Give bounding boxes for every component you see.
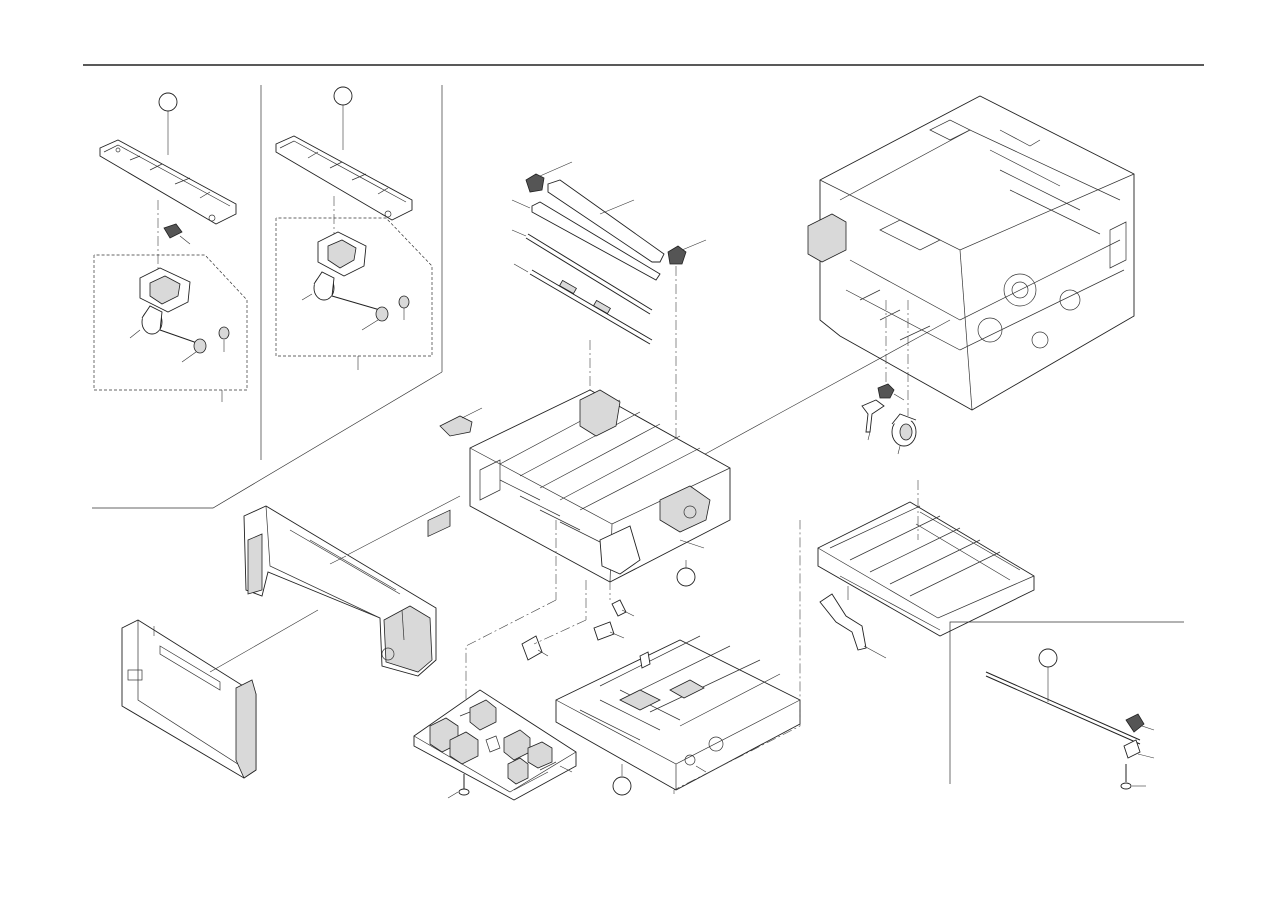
exit-tray-assembly <box>817 480 1035 659</box>
pickup-assembly-b <box>275 86 433 370</box>
side-cover <box>121 609 319 779</box>
callout-circle-2 <box>333 86 353 106</box>
panel-borders <box>92 85 443 509</box>
connector-lines <box>329 539 705 565</box>
callout-circle-5 <box>1038 648 1058 668</box>
pickup-assembly-a <box>93 92 248 402</box>
base-frame <box>555 520 801 796</box>
transfer-roller-set <box>511 161 707 470</box>
paper-guide-assembly <box>329 389 731 700</box>
callout-circle-3 <box>676 567 696 587</box>
control-board <box>413 509 577 801</box>
pickup-roller-unit <box>861 300 917 455</box>
front-cover <box>243 505 437 677</box>
main-frame <box>675 95 1135 471</box>
callout-circle-4 <box>612 776 632 796</box>
shaft-assembly <box>949 621 1184 790</box>
callout-circle-1 <box>158 92 178 112</box>
